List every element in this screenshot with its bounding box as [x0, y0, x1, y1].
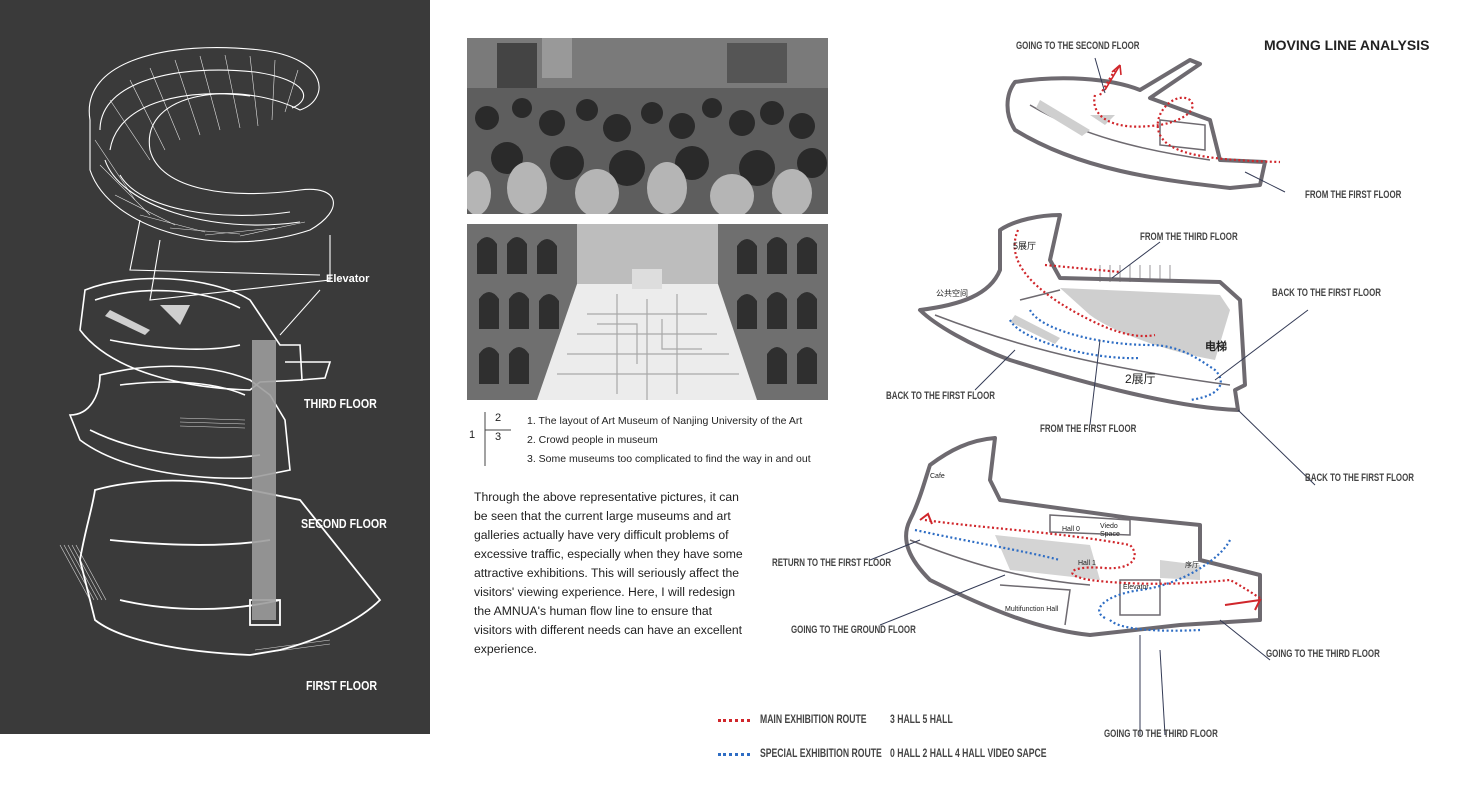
label-preface-hall: 序厅: [1185, 562, 1199, 569]
third-floor-label: THIRD FLOOR: [304, 396, 377, 411]
label-cafe: Cafe: [930, 473, 945, 480]
atrium-maze-photo: [467, 224, 828, 400]
label-video-space: Viedo Space: [1100, 523, 1120, 538]
special-route-swatch: [718, 753, 750, 756]
crowd-photo: [467, 38, 828, 214]
crowd-photo-illustration: [467, 38, 828, 214]
annotation-back-first-a: BACK TO THE FIRST FLOOR: [1272, 287, 1381, 299]
first-floor-label: FIRST FLOOR: [306, 678, 378, 693]
annotation-from-third: FROM THE THIRD FLOOR: [1140, 231, 1238, 243]
description-paragraph: Through the above representative picture…: [474, 490, 743, 656]
label-hall-1: Hall 1: [1078, 560, 1096, 567]
label-elevator-cn: 电梯: [1205, 341, 1227, 353]
label-elevator: Elevator: [1123, 584, 1149, 591]
annotation-going-third-b: GOING TO THE THIRD FLOOR: [1104, 728, 1218, 740]
annotation-from-first-mid: FROM THE FIRST FLOOR: [1040, 423, 1137, 435]
plan-drawings: [869, 57, 1316, 736]
annotation-from-first-top: FROM THE FIRST FLOOR: [1305, 189, 1402, 201]
caption-line-2: 2. Crowd people in museum: [527, 434, 658, 446]
legend-special-route: SPECIAL EXHIBITION ROUTE: [760, 746, 882, 760]
caption-line-3: 3. Some museums too complicated to find …: [527, 453, 811, 465]
caption-number-3: 3: [495, 431, 502, 443]
caption-number-2: 2: [495, 412, 502, 424]
main-route-swatch: [718, 719, 750, 722]
annotation-return-first: RETURN TO THE FIRST FLOOR: [772, 557, 892, 569]
axonometric-panel: Elevator THIRD FLOOR SECOND FLOOR FIRST …: [0, 0, 430, 734]
label-public-space: 公共空间: [936, 289, 968, 298]
photo-caption: 1 2 3 1. The layout of Art Museum of Nan…: [467, 408, 837, 472]
label-multifunction-hall: Multifunction Hall: [1005, 606, 1059, 613]
second-floor-label: SECOND FLOOR: [301, 516, 387, 531]
elevator-label: Elevator: [326, 273, 370, 285]
legend-main-route: MAIN EXHIBITION ROUTE: [760, 712, 867, 726]
label-hall-5: 5展厅: [1013, 241, 1037, 251]
label-hall-0: Hall 0: [1062, 526, 1080, 533]
caption-line-1: 1. The layout of Art Museum of Nanjing U…: [527, 415, 803, 427]
atrium-photo-illustration: [467, 224, 828, 400]
annotation-going-ground: GOING TO THE GROUND FLOOR: [791, 624, 916, 636]
page-title: MOVING LINE ANALYSIS: [1264, 37, 1430, 53]
annotation-going-third-a: GOING TO THE THIRD FLOOR: [1266, 648, 1380, 660]
caption-bracket: [484, 412, 511, 466]
legend-special-halls: 0 HALL 2 HALL 4 HALL VIDEO SAPCE: [890, 746, 1047, 760]
floor-plans: 5展厅 公共空间 电梯 2展厅 Cafe Hall 0 Viedo Space …: [760, 20, 1460, 790]
axonometric-drawing: [59, 47, 382, 656]
annotation-back-first-c: BACK TO THE FIRST FLOOR: [1305, 472, 1414, 484]
legend-main-halls: 3 HALL 5 HALL: [890, 712, 953, 726]
annotation-back-first-b: BACK TO THE FIRST FLOOR: [886, 390, 995, 402]
caption-number-1: 1: [469, 429, 476, 441]
annotation-going-second: GOING TO THE SECOND FLOOR: [1016, 40, 1140, 52]
label-hall-2: 2展厅: [1125, 372, 1156, 386]
